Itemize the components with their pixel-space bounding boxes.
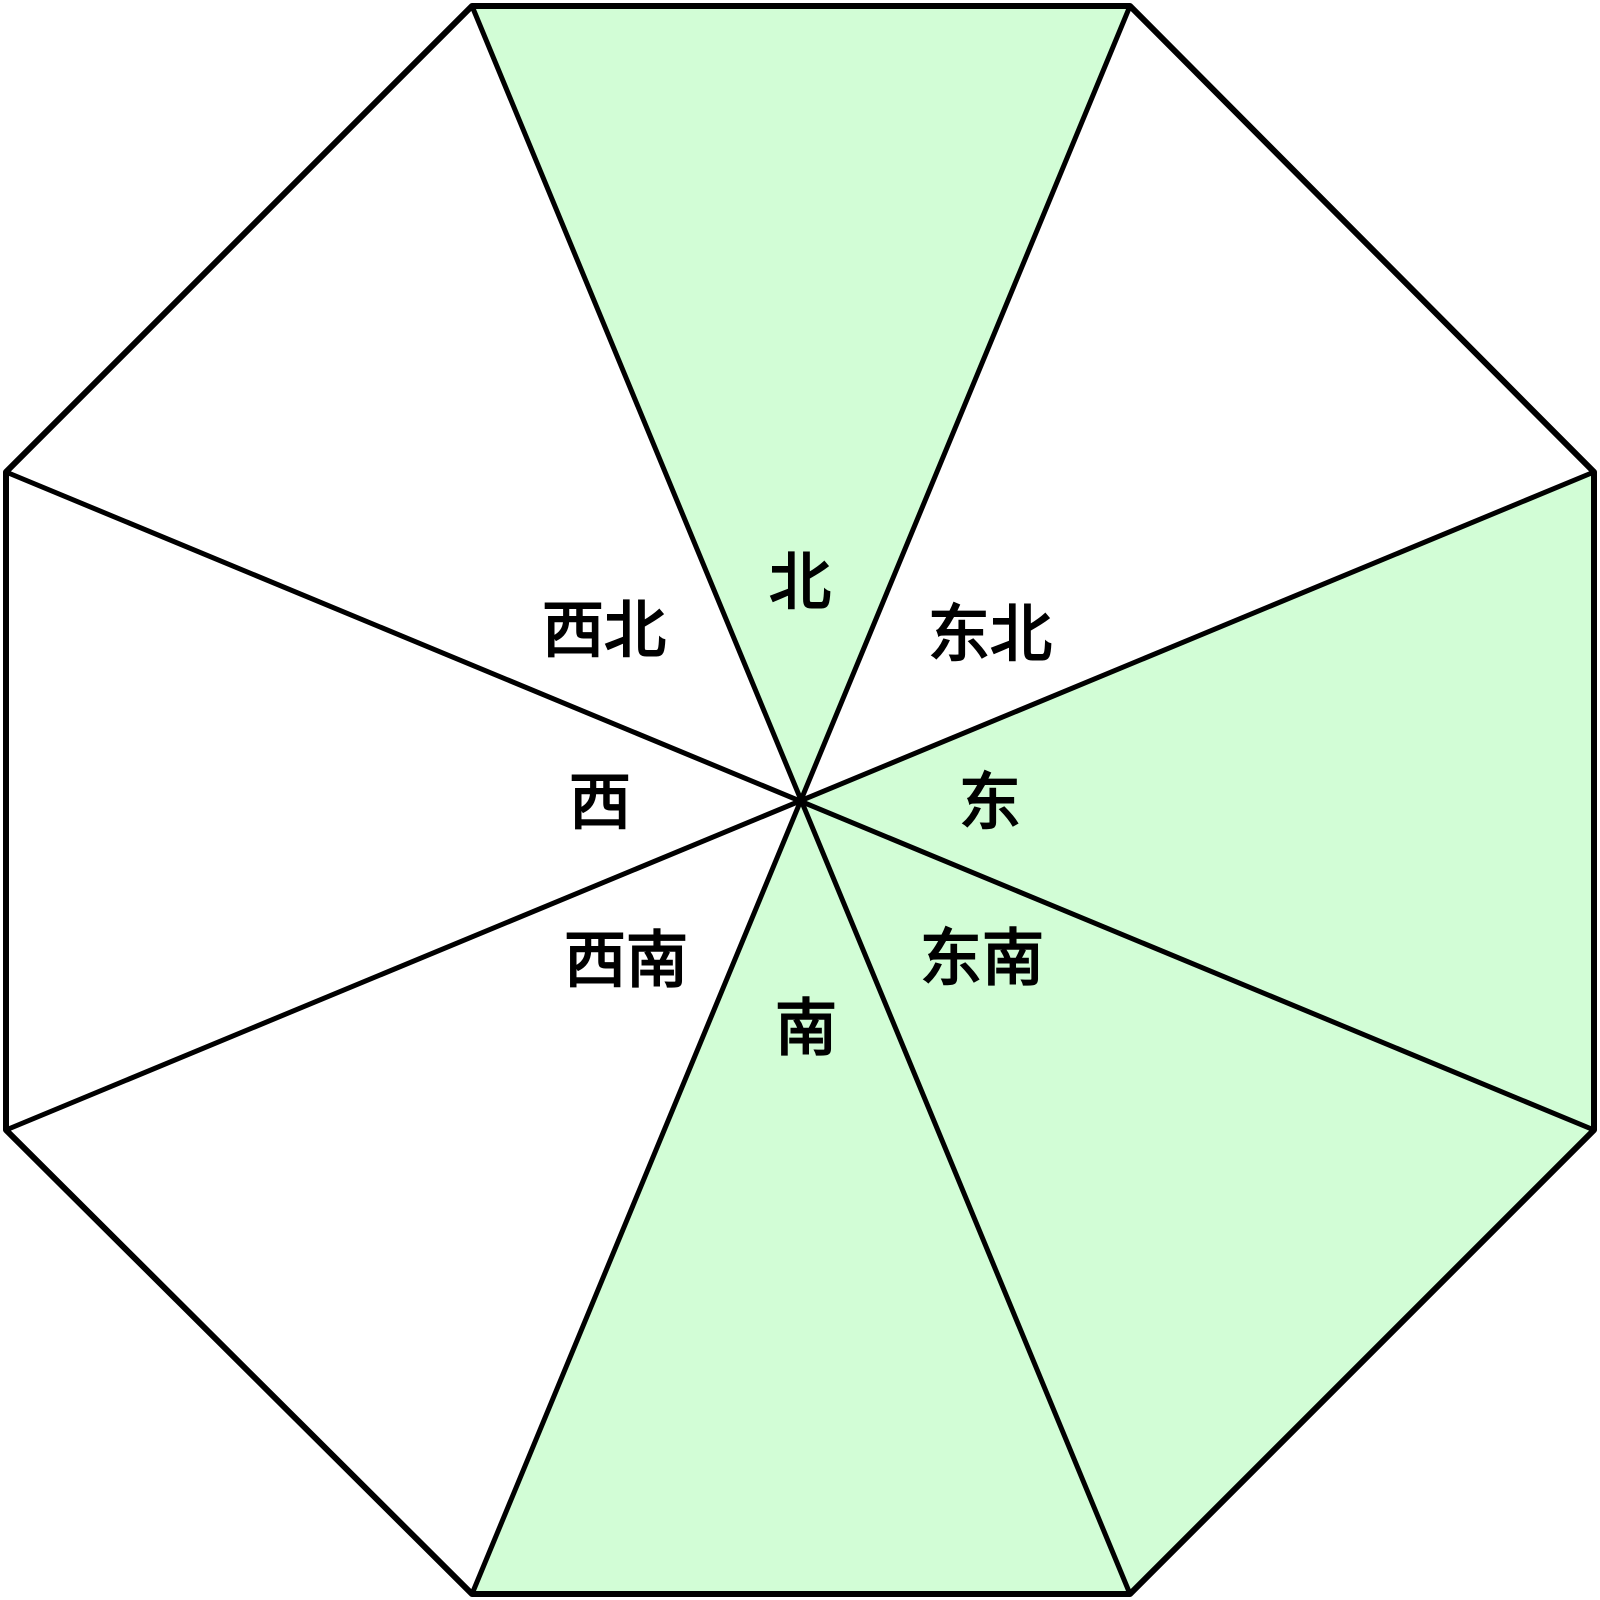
divider-east-west-lower — [5, 469, 1595, 1133]
label-west: 西 — [569, 766, 631, 839]
label-northeast: 东北 — [928, 598, 1052, 671]
sector-south — [472, 800, 1130, 1594]
label-southwest: 西南 — [564, 924, 688, 997]
sector-west — [6, 472, 800, 1130]
label-south: 南 — [775, 992, 837, 1065]
sector-east — [800, 472, 1594, 1130]
label-east: 东 — [959, 766, 1021, 839]
sector-northwest — [6, 6, 800, 800]
label-northwest: 西北 — [542, 594, 666, 667]
direction-labels: 北 东北 东 东南 南 西南 西 西北 — [542, 546, 1052, 1065]
sector-southwest — [6, 800, 800, 1594]
sector-northeast — [800, 6, 1594, 800]
sector-north — [472, 6, 1130, 800]
label-southeast: 东南 — [920, 922, 1044, 995]
sectors-layer — [6, 6, 1594, 1594]
divider-lines — [5, 5, 1595, 1595]
label-north: 北 — [769, 546, 831, 619]
sector-southeast — [800, 800, 1594, 1594]
